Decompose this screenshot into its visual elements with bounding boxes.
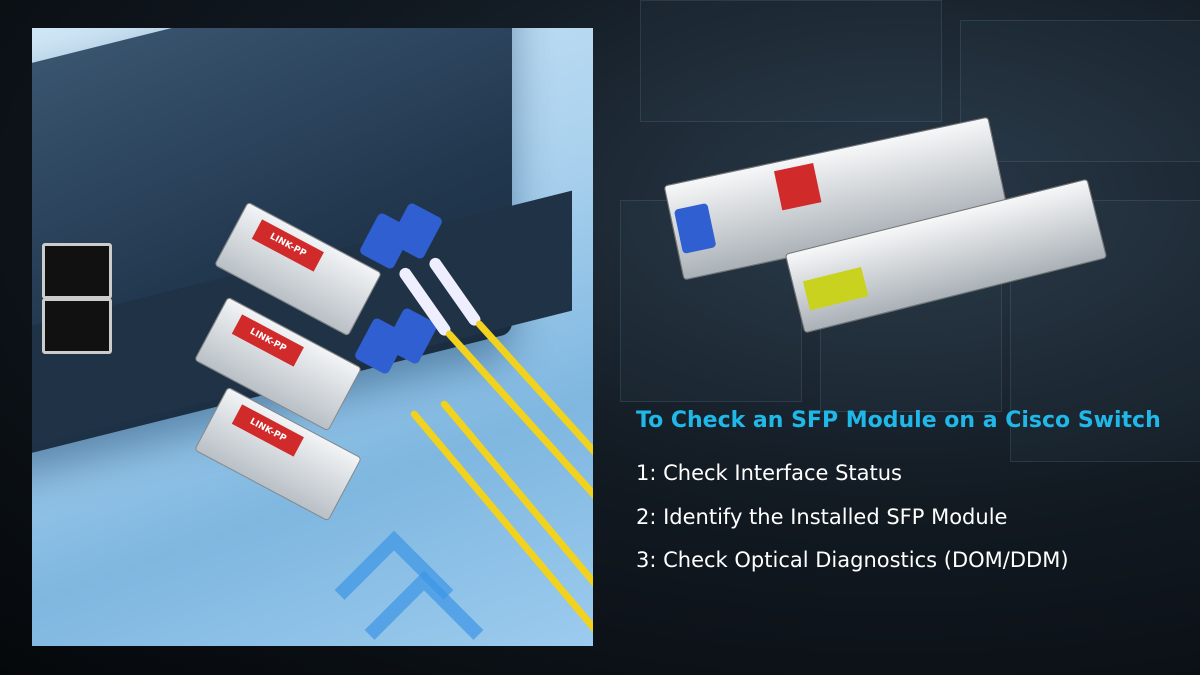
fiber-cable — [474, 319, 593, 562]
ethernet-port — [42, 243, 112, 299]
step-item: 3: Check Optical Diagnostics (DOM/DDM) — [636, 548, 1069, 572]
step-item: 2: Identify the Installed SFP Module — [636, 505, 1008, 529]
switch-photo: LINK-PP LINK-PP LINK-PP — [32, 28, 593, 646]
step-item: 1: Check Interface Status — [636, 461, 902, 485]
page-heading: To Check an SFP Module on a Cisco Switch — [636, 408, 1161, 433]
ethernet-port — [42, 298, 112, 354]
